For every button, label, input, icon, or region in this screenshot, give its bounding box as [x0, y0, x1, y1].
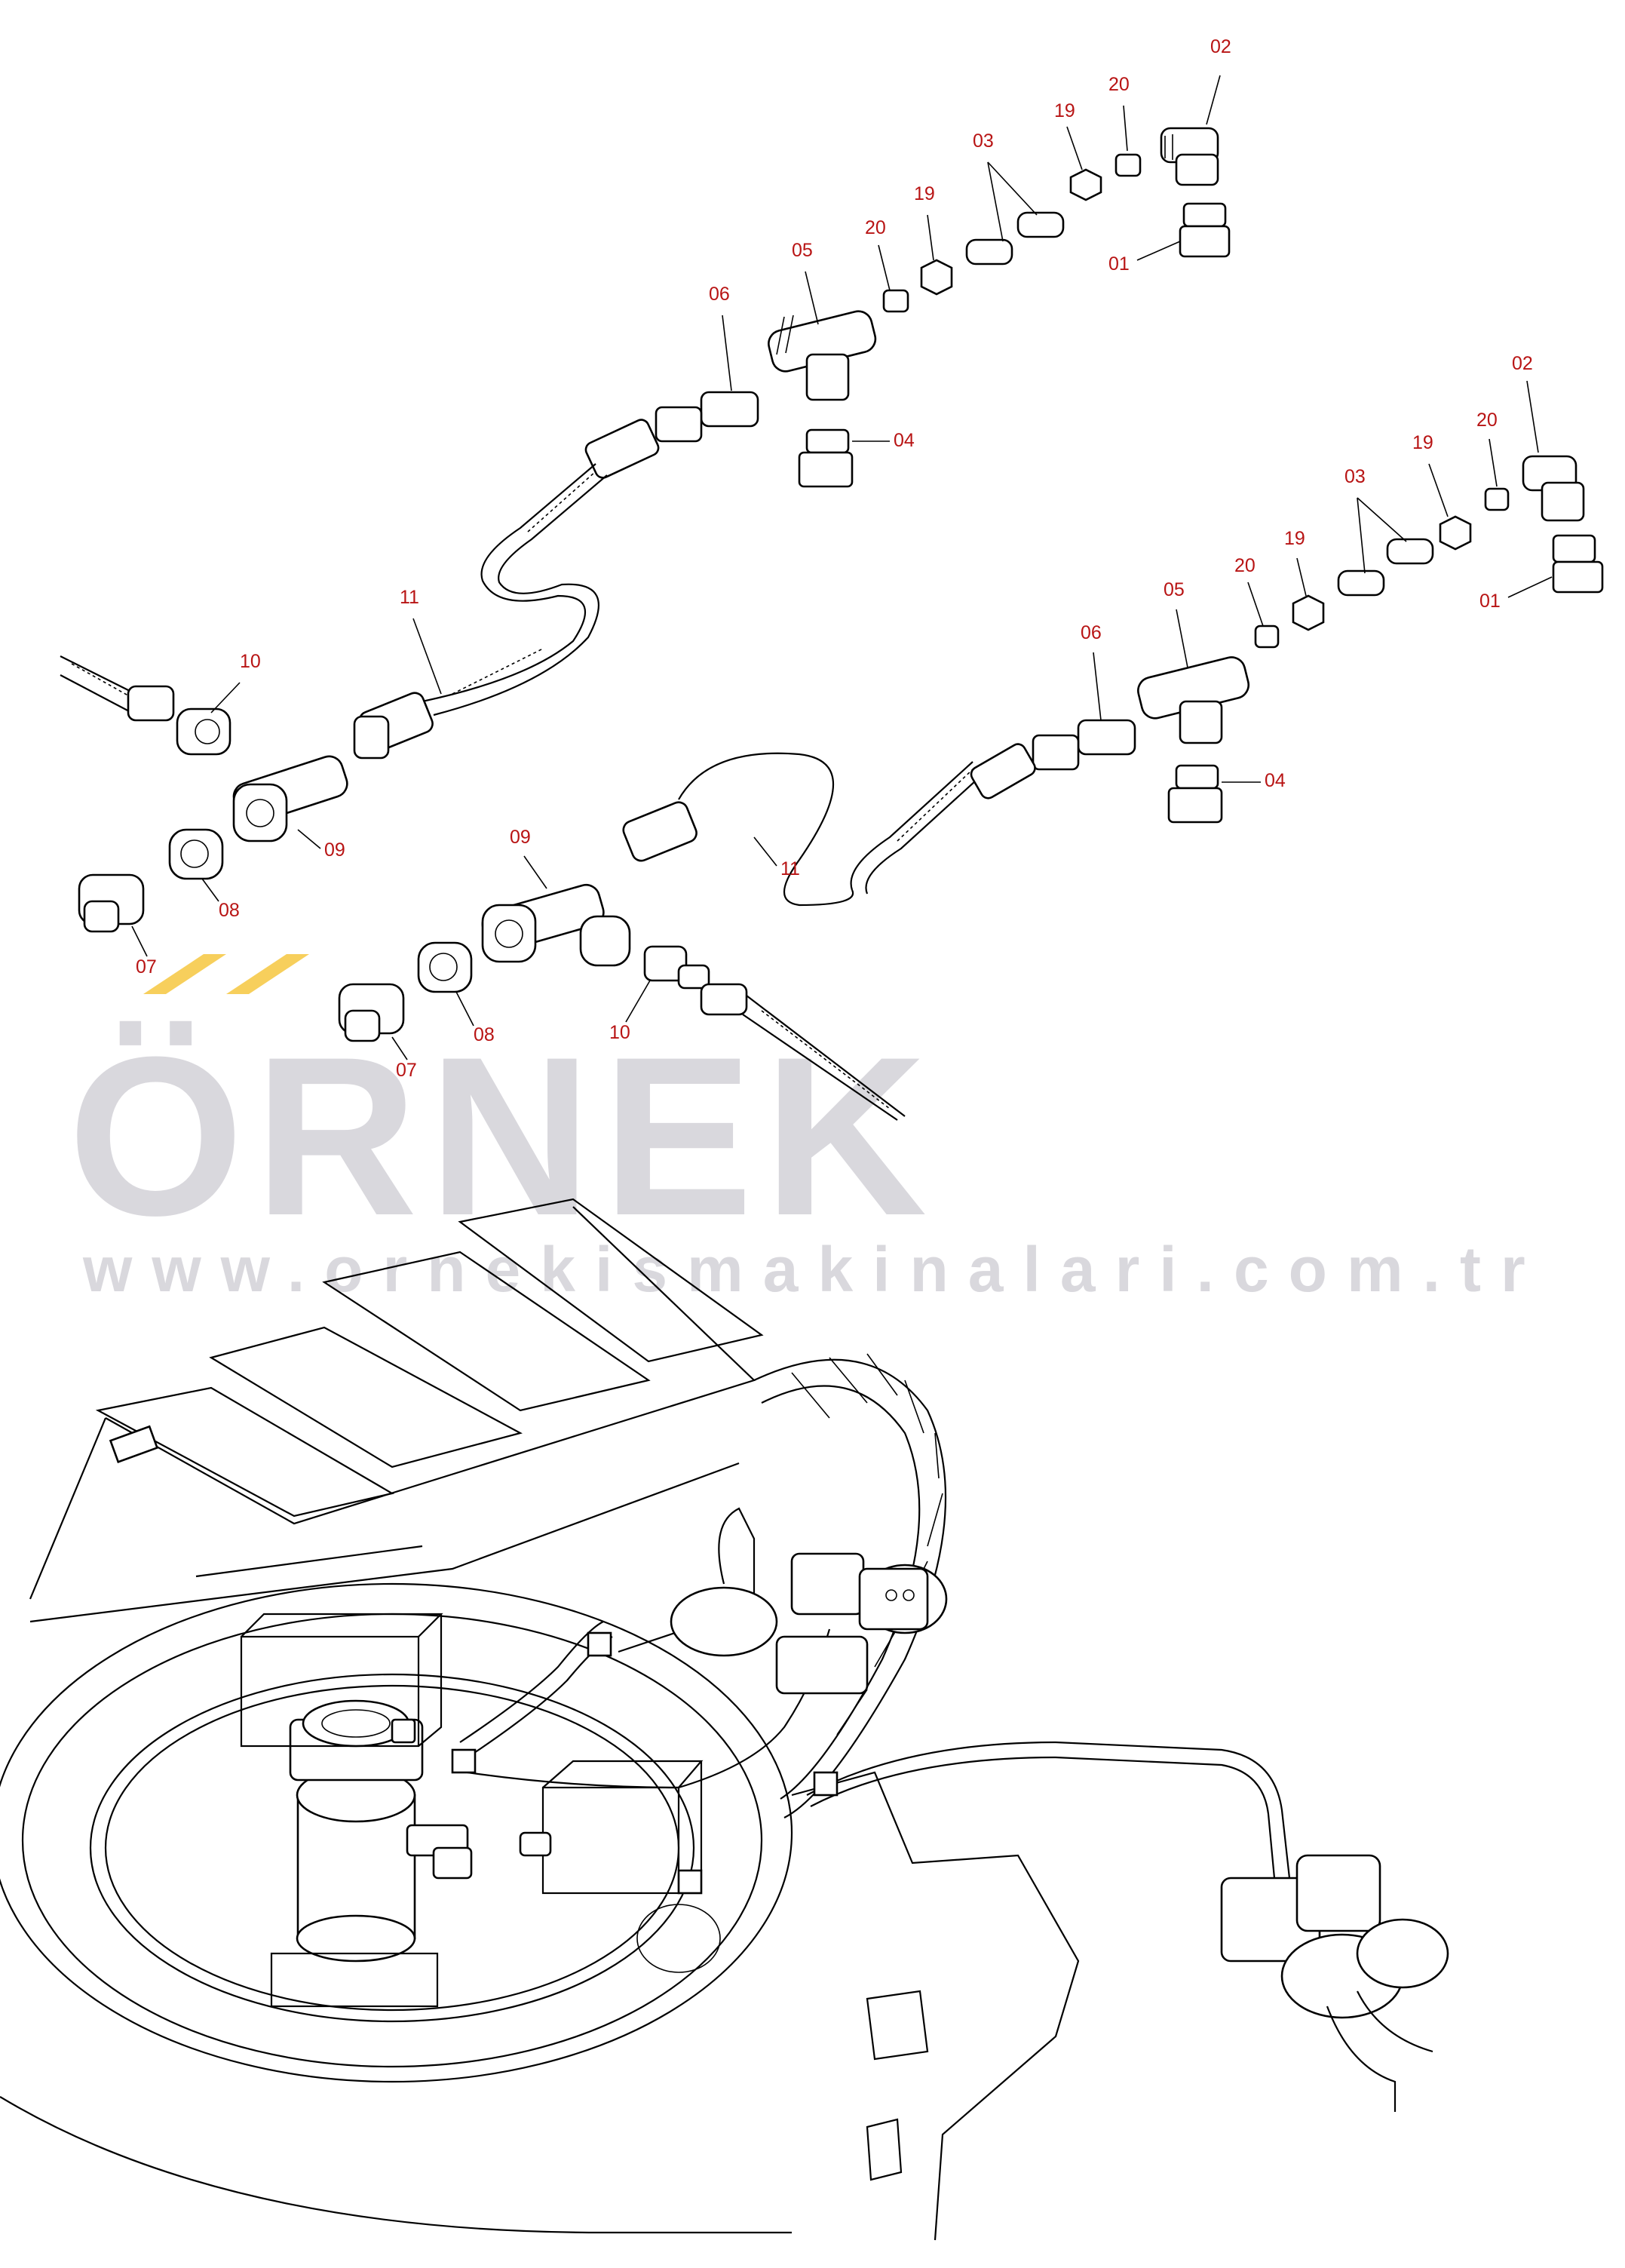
- callout-label: 19: [1412, 432, 1433, 453]
- callout-label: 09: [324, 839, 345, 861]
- callout-label: 20: [1476, 410, 1498, 431]
- watermark-url: www.ornekismakinalari.com.tr: [82, 1234, 1545, 1305]
- ferrule: [1254, 625, 1280, 649]
- callout-label: 20: [1108, 74, 1130, 95]
- tee-fitting: [232, 755, 348, 842]
- callout-label: 19: [1054, 100, 1075, 121]
- callout-label: 19: [1284, 528, 1305, 549]
- callout-label: 05: [1164, 579, 1185, 600]
- hydraulic-line: [467, 1628, 831, 1789]
- plug-fitting: [168, 828, 224, 880]
- travel-motor: [670, 1552, 948, 1695]
- nut: [1292, 594, 1325, 631]
- callout-label: 20: [865, 217, 886, 238]
- hose-fitting: [1032, 719, 1136, 771]
- watermark-brand: ÖRNEK: [68, 1009, 937, 1263]
- ferrule: [1484, 487, 1510, 511]
- travel-motor: [1220, 1854, 1449, 2112]
- machine-body: [0, 1198, 1449, 2241]
- callout-label: 03: [1344, 466, 1366, 487]
- hydraulic-line: [459, 1621, 604, 1743]
- callout-label: 05: [792, 240, 813, 261]
- callout-label: 11: [400, 587, 419, 608]
- hose-fitting: [353, 692, 434, 760]
- callout-label: 06: [709, 284, 730, 305]
- plug-fitting: [417, 941, 473, 993]
- hose-fitting: [622, 801, 698, 862]
- tee-fitting: [1137, 656, 1250, 744]
- junction-box: [541, 1786, 680, 1895]
- callout-label: 10: [240, 651, 261, 672]
- plug-fitting: [78, 873, 145, 933]
- hydraulic-hose: [422, 419, 660, 717]
- hydraulic-hose: [60, 655, 175, 722]
- callout-label: 01: [1108, 253, 1130, 275]
- adapter-fitting: [1179, 202, 1231, 258]
- hose-clamp: [587, 1631, 612, 1657]
- swing-circle: [0, 1582, 793, 2083]
- nut: [1439, 515, 1472, 551]
- assembly-upper: [60, 127, 1231, 933]
- tube: [965, 211, 1065, 265]
- watermark-accent-right: [226, 954, 309, 994]
- callout-label: 08: [474, 1024, 495, 1045]
- deck-plate: [209, 1326, 523, 1469]
- tee-fitting: [481, 883, 631, 967]
- deck-plate: [322, 1251, 651, 1412]
- nut: [920, 259, 953, 296]
- hydraulic-line: [806, 1741, 1291, 1879]
- center-swivel-joint: [240, 1613, 443, 2008]
- deck-plate: [458, 1198, 764, 1363]
- callout-label: 08: [219, 900, 240, 921]
- callout-label: 09: [510, 827, 531, 848]
- hose-fitting: [655, 391, 759, 443]
- track: [753, 1358, 947, 1818]
- callout-label: 02: [1210, 36, 1231, 57]
- plug-fitting: [338, 983, 405, 1042]
- watermark: ÖRNEK www.ornekismakinalari.com.tr: [68, 954, 1545, 1305]
- upper-structure: [105, 1206, 756, 1525]
- callout-label: 10: [609, 1022, 630, 1043]
- elbow-fitting: [1160, 127, 1219, 186]
- callout-label: 20: [1234, 555, 1256, 576]
- nut: [176, 707, 231, 756]
- hose-fitting: [643, 945, 710, 990]
- adapter-fitting: [1552, 534, 1604, 594]
- hose-clamp: [451, 1748, 477, 1774]
- callout-label: 03: [973, 130, 994, 152]
- callout-label: 07: [396, 1060, 417, 1081]
- hydraulic-hose: [678, 743, 1036, 907]
- tee-fitting: [768, 310, 877, 401]
- elbow-fitting: [1522, 455, 1585, 522]
- adapter-fitting: [1167, 764, 1223, 824]
- callout-label: 04: [1265, 770, 1286, 791]
- hydraulic-line: [718, 1507, 756, 1599]
- ferrule: [1115, 153, 1142, 177]
- ferrule: [882, 289, 909, 313]
- callouts-upper: 02 20 19 03 01 19 20 05 06 04 11 10 09 0…: [131, 36, 1231, 977]
- callout-label: 07: [136, 956, 157, 977]
- tube: [1337, 538, 1434, 597]
- assembly-lower: [338, 455, 1604, 1121]
- watermark-accent-left: [143, 954, 226, 994]
- callout-label: 04: [894, 430, 915, 451]
- hose-clamp: [677, 1869, 703, 1895]
- callout-label: 06: [1081, 622, 1102, 643]
- nut: [1069, 168, 1102, 201]
- callout-label: 02: [1512, 353, 1533, 374]
- callouts-lower: 02 20 19 03 01 20 19 05 06 04 09 11 08 1…: [391, 353, 1553, 1081]
- hose-clamp: [813, 1771, 839, 1797]
- callout-label: 01: [1479, 591, 1501, 612]
- callout-label: 19: [914, 183, 935, 204]
- adapter-fitting: [798, 428, 854, 488]
- hydraulic-hose: [700, 983, 906, 1121]
- callout-label: 11: [780, 858, 800, 879]
